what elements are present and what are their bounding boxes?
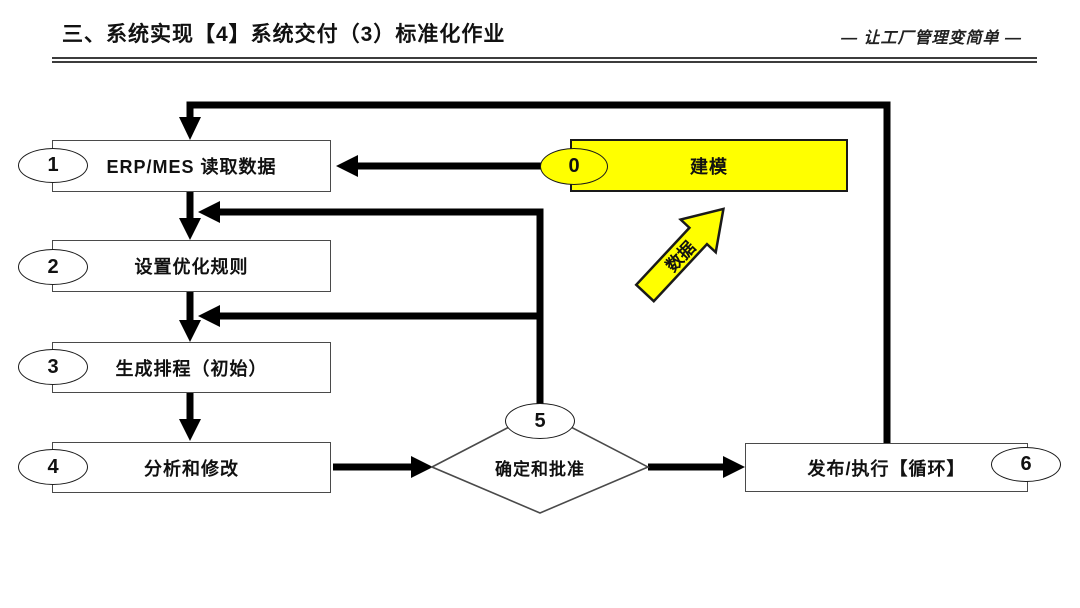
data-flow-arrow-shape [634, 207, 725, 303]
step-number-4: 4 [18, 449, 88, 485]
arrow-feedback-top-head [198, 201, 220, 223]
arrow-2-3-head [179, 320, 201, 342]
arrow-3-4-head [179, 419, 201, 441]
node-label: 发布/执行【循环】 [807, 458, 966, 479]
data-flow-arrow: 数据 [634, 207, 725, 303]
arrow-loop-head [179, 117, 201, 140]
arrow-4-5-head [411, 456, 433, 478]
node-erp-mes-read-data: ERP/MES 读取数据 [52, 140, 331, 192]
arrow-feedback-top-line [219, 208, 544, 407]
step-number-1: 1 [18, 148, 88, 183]
node-label: ERP/MES 读取数据 [106, 157, 277, 177]
node-label: 建模 [690, 156, 728, 177]
arrow-feedback-mid-head [198, 305, 220, 327]
node-modeling: 建模 [570, 139, 848, 192]
node-publish-execute-loop: 发布/执行【循环】 [745, 443, 1028, 492]
node-analyze-and-modify: 分析和修改 [52, 442, 331, 493]
node-label: 分析和修改 [144, 458, 239, 479]
step-number-0: 0 [540, 148, 608, 185]
decision-diamond-shape [430, 410, 650, 514]
node-label: 设置优化规则 [134, 257, 249, 277]
step-number-3: 3 [18, 349, 88, 385]
node-confirm-approve-label: 确定和批准 [495, 459, 585, 479]
step-number-2: 2 [18, 249, 88, 285]
node-set-optimization-rules: 设置优化规则 [52, 240, 331, 292]
header-slogan: — 让工厂管理变简单 — [841, 30, 1022, 47]
arrow-loop-line [186, 101, 891, 443]
arrow-5-6-head [723, 456, 745, 478]
node-label: 生成排程（初始） [115, 358, 268, 379]
page-title: 三、系统实现【4】系统交付（3）标准化作业 [62, 23, 506, 46]
step-number-6: 6 [991, 447, 1061, 482]
arrow-0-1-head [336, 155, 358, 177]
arrow-1-2-head [179, 218, 201, 240]
header-divider [52, 57, 1037, 63]
step-number-5: 5 [505, 403, 575, 439]
node-generate-initial-schedule: 生成排程（初始） [52, 342, 331, 393]
